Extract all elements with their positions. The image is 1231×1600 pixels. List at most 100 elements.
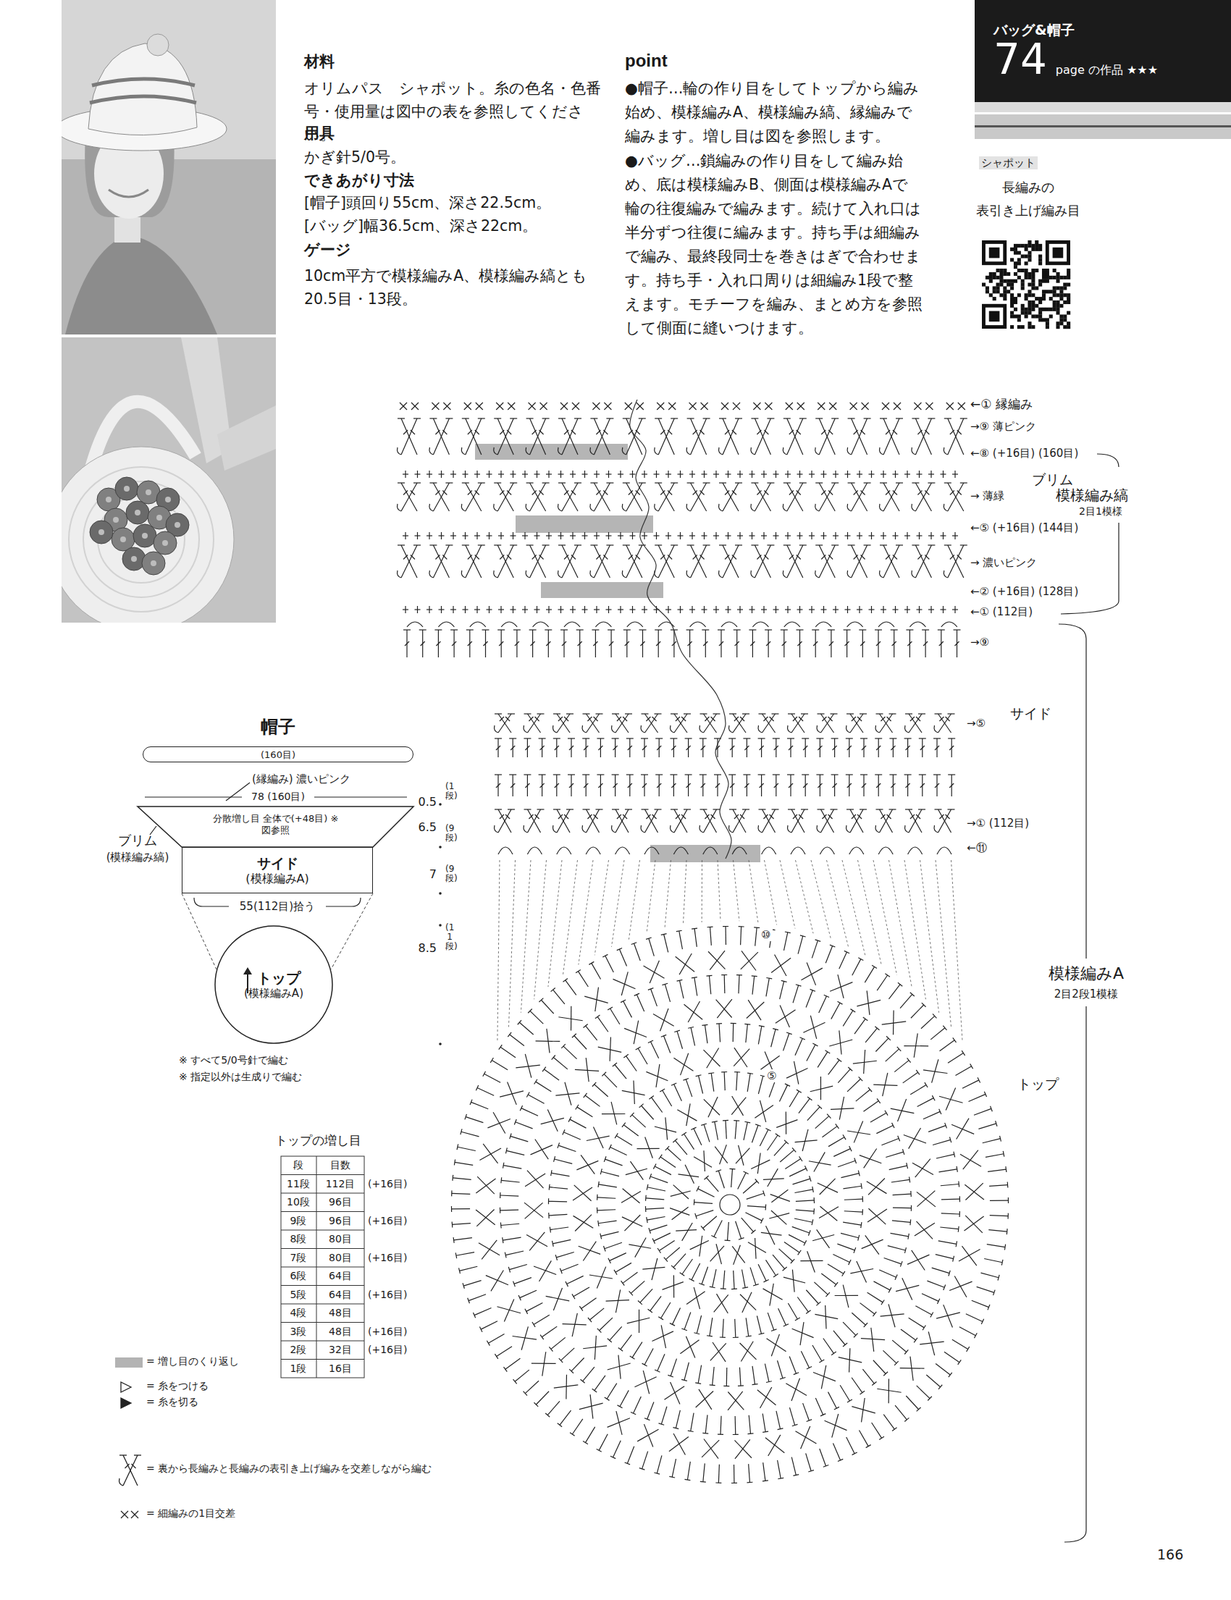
stitch-symbols <box>440 532 442 540</box>
stitch-symbols <box>638 482 646 483</box>
stitch-symbols <box>713 713 721 714</box>
stitch-symbols <box>606 1300 630 1302</box>
stitch-symbols <box>428 470 430 478</box>
stitch-symbols <box>539 555 544 560</box>
stitch-symbols <box>850 713 864 733</box>
bag-photo <box>98 529 105 536</box>
stitch-symbols <box>779 1249 793 1262</box>
qr-code <box>1034 268 1039 273</box>
stitch-symbols <box>719 503 723 512</box>
stitch-symbols <box>796 629 804 630</box>
qr-code <box>1021 268 1025 273</box>
stitch-symbols <box>564 555 569 560</box>
stitch-symbols <box>513 629 521 630</box>
stitch-symbols <box>622 447 626 455</box>
stitch-symbols <box>868 1178 885 1195</box>
stitch-symbols <box>880 716 885 722</box>
stitch-symbols <box>706 1048 720 1069</box>
stitch-symbols <box>645 1195 647 1202</box>
stitch-symbols <box>505 814 510 819</box>
qr-code <box>1013 296 1018 301</box>
stitch-symbols <box>911 503 916 512</box>
stitch-symbols <box>627 745 633 751</box>
stitch-symbols <box>760 1055 780 1070</box>
stitch-symbols <box>743 1122 748 1141</box>
stitch-symbols <box>939 716 944 722</box>
stitch-symbols <box>819 847 835 855</box>
stitch-symbols <box>540 745 545 751</box>
stitch-symbols <box>729 745 735 751</box>
stitch-symbols <box>752 1366 756 1385</box>
stitch-symbols <box>493 544 502 546</box>
stitch-symbols <box>764 402 772 410</box>
stitch-symbols <box>571 555 576 560</box>
stitch-symbols <box>744 1121 751 1124</box>
stitch-symbols <box>640 774 649 775</box>
stitch-symbols <box>797 1297 809 1313</box>
stitch-symbols <box>498 713 512 733</box>
stitch-symbols <box>477 417 486 419</box>
hat-photo <box>61 0 276 335</box>
qr-code <box>1024 261 1029 266</box>
stitch-symbols <box>506 430 512 435</box>
stitch-symbols <box>860 1303 875 1315</box>
stitch-symbols <box>656 783 662 788</box>
stitch-symbols <box>916 814 921 819</box>
stitch-symbols <box>828 716 833 722</box>
stitch-symbols <box>497 545 514 578</box>
qr-code <box>1055 293 1060 297</box>
stitch-symbols <box>842 1343 848 1347</box>
stitch-symbols <box>438 622 455 628</box>
stitch-symbols <box>767 1312 774 1331</box>
qr-code <box>1049 244 1067 262</box>
qr-code <box>1010 283 1014 287</box>
stitch-symbols <box>909 622 926 628</box>
stitch-symbols <box>656 470 657 478</box>
qr-code <box>1027 311 1032 315</box>
stitch-symbols <box>915 482 932 512</box>
stitch-symbols <box>752 622 769 628</box>
stitch-symbols <box>583 745 588 751</box>
stitch-symbols <box>857 716 862 722</box>
stitch-symbols <box>787 808 796 810</box>
stitch-symbols <box>775 532 777 540</box>
stitch-symbols <box>713 774 722 775</box>
stitch-symbols <box>763 555 769 560</box>
stitch-symbols <box>934 783 940 788</box>
stitch-symbols <box>784 1140 789 1145</box>
stitch-symbols <box>751 470 753 478</box>
stitch-symbols <box>771 1334 780 1357</box>
stitch-symbols <box>598 1184 617 1188</box>
qr-code <box>1031 268 1035 273</box>
stitch-symbols <box>670 725 675 733</box>
stitch-symbols <box>818 482 835 512</box>
stitch-symbols <box>527 713 541 733</box>
stitch-symbols <box>729 1168 735 1171</box>
stitch-symbols <box>615 847 630 855</box>
stitch-symbols <box>820 1076 822 1100</box>
stitch-symbols <box>755 1238 756 1260</box>
stitch-symbols <box>756 490 762 496</box>
stitch-symbols <box>795 1317 801 1321</box>
stitch-symbols <box>584 532 586 540</box>
stitch-symbols <box>851 418 868 455</box>
stitch-symbols <box>665 1247 680 1260</box>
stitch-symbols <box>675 814 680 819</box>
stitch-symbols <box>696 1186 700 1192</box>
stitch-symbols <box>804 1165 807 1171</box>
stitch-symbols <box>638 1309 640 1334</box>
stitch-symbols <box>934 725 938 733</box>
stitch-symbols <box>754 418 771 455</box>
stitch-symbols <box>560 532 562 540</box>
stitch-symbols <box>572 1187 593 1201</box>
stitch-symbols <box>535 814 540 819</box>
stitch-symbols <box>526 482 534 483</box>
stitch-symbols <box>482 629 490 630</box>
stitch-symbols <box>892 641 897 646</box>
stitch-symbols <box>813 1208 815 1215</box>
stitch-symbols <box>644 847 659 855</box>
qr-code <box>1038 307 1043 312</box>
stitch-symbols <box>683 713 691 714</box>
stitch-symbols <box>558 482 566 483</box>
stitch-symbols <box>789 430 794 435</box>
